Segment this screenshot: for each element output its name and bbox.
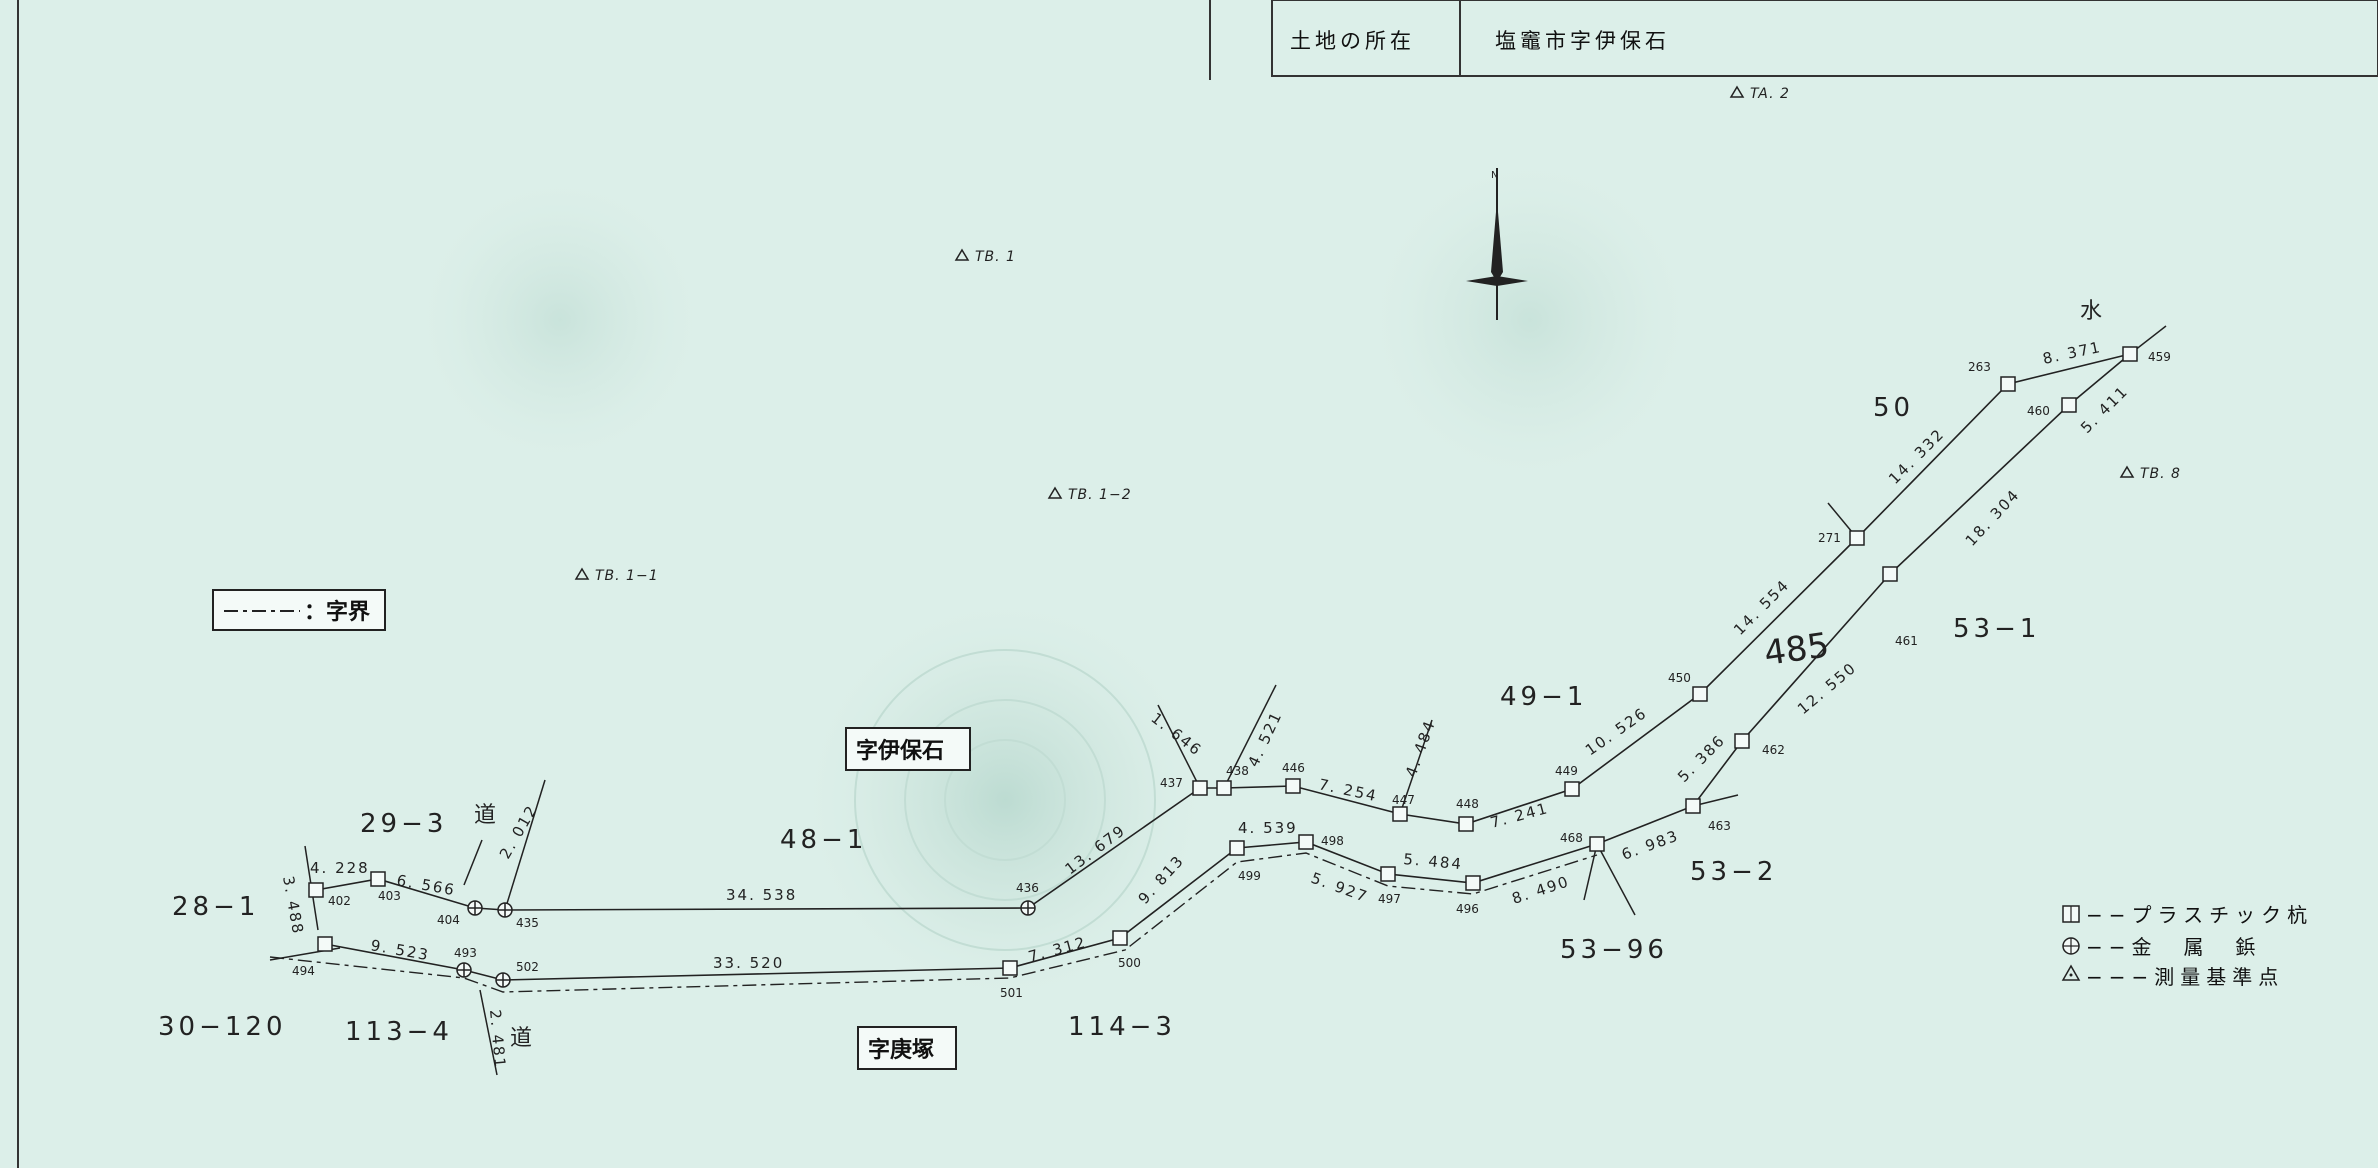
distances-d2481: 2. 481 [486, 1009, 509, 1070]
point-labels: 402 403 404 435 436 437 438 446 447 448 … [292, 350, 2171, 1000]
legend-benchmark: −−−測量基準点 [2086, 965, 2284, 989]
parcels-p30-120: 30−120 [158, 1012, 287, 1042]
points-p460: 460 [2027, 404, 2050, 418]
points-p468: 468 [1560, 831, 1583, 845]
distances-d34538: 34. 538 [726, 886, 797, 904]
parcels-p53-2: 53−2 [1690, 857, 1777, 887]
points-p437: 437 [1160, 776, 1183, 790]
survey-mark-tb8: TB. 8 [2140, 466, 2181, 482]
points-p271: 271 [1818, 531, 1841, 545]
points-p403: 403 [378, 889, 401, 903]
points-p500: 500 [1118, 956, 1141, 970]
district-boundary-dashed [269, 852, 1598, 993]
legend-plastic: −−プラスチック杭 [2086, 903, 2313, 927]
symbol-legend: −−プラスチック杭 −−金 属 鋲 −−−測量基準点 [2061, 903, 2313, 989]
decorative-rosettes [410, 150, 1700, 1010]
points-p498: 498 [1321, 834, 1344, 848]
survey-mark-tb1-2: TB. 1−2 [1068, 487, 1132, 503]
points-p499: 499 [1238, 869, 1261, 883]
road-labels-road-upper: 道 [474, 803, 496, 828]
handwritten-parcel-number: 485 [1762, 625, 1832, 674]
points-p449: 449 [1555, 764, 1578, 778]
parcels-p53-1: 53−1 [1953, 614, 2040, 644]
parcel-labels: 29−3 28−1 30−120 113−4 48−1 114−3 49−1 5… [158, 393, 2040, 1047]
boundary-legend: ：字界 [212, 589, 386, 631]
points-p463: 463 [1708, 819, 1731, 833]
points-p497: 497 [1378, 892, 1401, 906]
points-p402: 402 [328, 894, 351, 908]
legend-metal: −−金 属 鋲 [2086, 935, 2262, 959]
parcels-p114-3: 114−3 [1068, 1012, 1176, 1042]
area-labels-upper: 字伊保石 [856, 738, 944, 764]
parcels-p49-1: 49−1 [1500, 682, 1587, 712]
benchmark-icon [2061, 964, 2081, 981]
location-label: 土地の所在 [1290, 29, 1415, 53]
parcels-p48-1: 48−1 [780, 825, 867, 855]
points-p448: 448 [1456, 797, 1479, 811]
road-labels-water: 水 [2080, 299, 2102, 324]
parcels-p50: 50 [1873, 393, 1914, 423]
survey-mark-tb1: TB. 1 [975, 249, 1016, 265]
distances-d5484: 5. 484 [1403, 850, 1464, 873]
area-label-upper: 字伊保石 [845, 727, 971, 771]
points-p462: 462 [1762, 743, 1785, 757]
header-table: 土地の所在 塩竈市字伊保石 [1209, 0, 2378, 80]
points-p446: 446 [1282, 761, 1305, 775]
points-p493: 493 [454, 946, 477, 960]
points-p438: 438 [1226, 764, 1249, 778]
road-labels: 道 道 水 [474, 299, 2102, 1051]
area-label-lower: 字庚塚 [857, 1026, 957, 1070]
points-p404: 404 [437, 913, 460, 927]
north-arrow-icon: N [1466, 168, 1528, 320]
points-p436: 436 [1016, 881, 1039, 895]
points-p435: 435 [516, 916, 539, 930]
location-value: 塩竈市字伊保石 [1495, 29, 1670, 53]
plastic-stakes [308, 346, 2138, 976]
distances-d33520: 33. 520 [713, 954, 784, 972]
parcels-p28-1: 28−1 [172, 892, 259, 922]
parcels-p53-96: 53−96 [1560, 935, 1668, 965]
points-p496: 496 [1456, 902, 1479, 916]
points-p450: 450 [1668, 671, 1691, 685]
area-labels-lower: 字庚塚 [868, 1037, 934, 1063]
points-p461: 461 [1895, 634, 1918, 648]
parcels-p29-3: 29−3 [360, 809, 447, 839]
boundary-legend-label: ：字界 [304, 599, 370, 625]
survey-marks: TA. 2 TB. 1 TB. 1−2 TB. 1−1 TB. 8 [574, 85, 2181, 584]
survey-mark-ta2: TA. 2 [1750, 86, 1790, 102]
north-label: N [1491, 170, 1498, 181]
points-p502: 502 [516, 960, 539, 974]
points-p501: 501 [1000, 986, 1023, 1000]
road-labels-road-lower: 道 [510, 1026, 532, 1051]
distances-d4228: 4. 228 [310, 859, 370, 877]
survey-mark-tb1-1: TB. 1−1 [595, 568, 659, 584]
points-p263: 263 [1968, 360, 1991, 374]
points-p447: 447 [1392, 793, 1415, 807]
parcels-p113-4: 113−4 [345, 1017, 453, 1047]
distances-d4539: 4. 539 [1238, 819, 1298, 837]
points-p459: 459 [2148, 350, 2171, 364]
metal-tacks [456, 900, 1036, 988]
points-p494: 494 [292, 964, 315, 978]
